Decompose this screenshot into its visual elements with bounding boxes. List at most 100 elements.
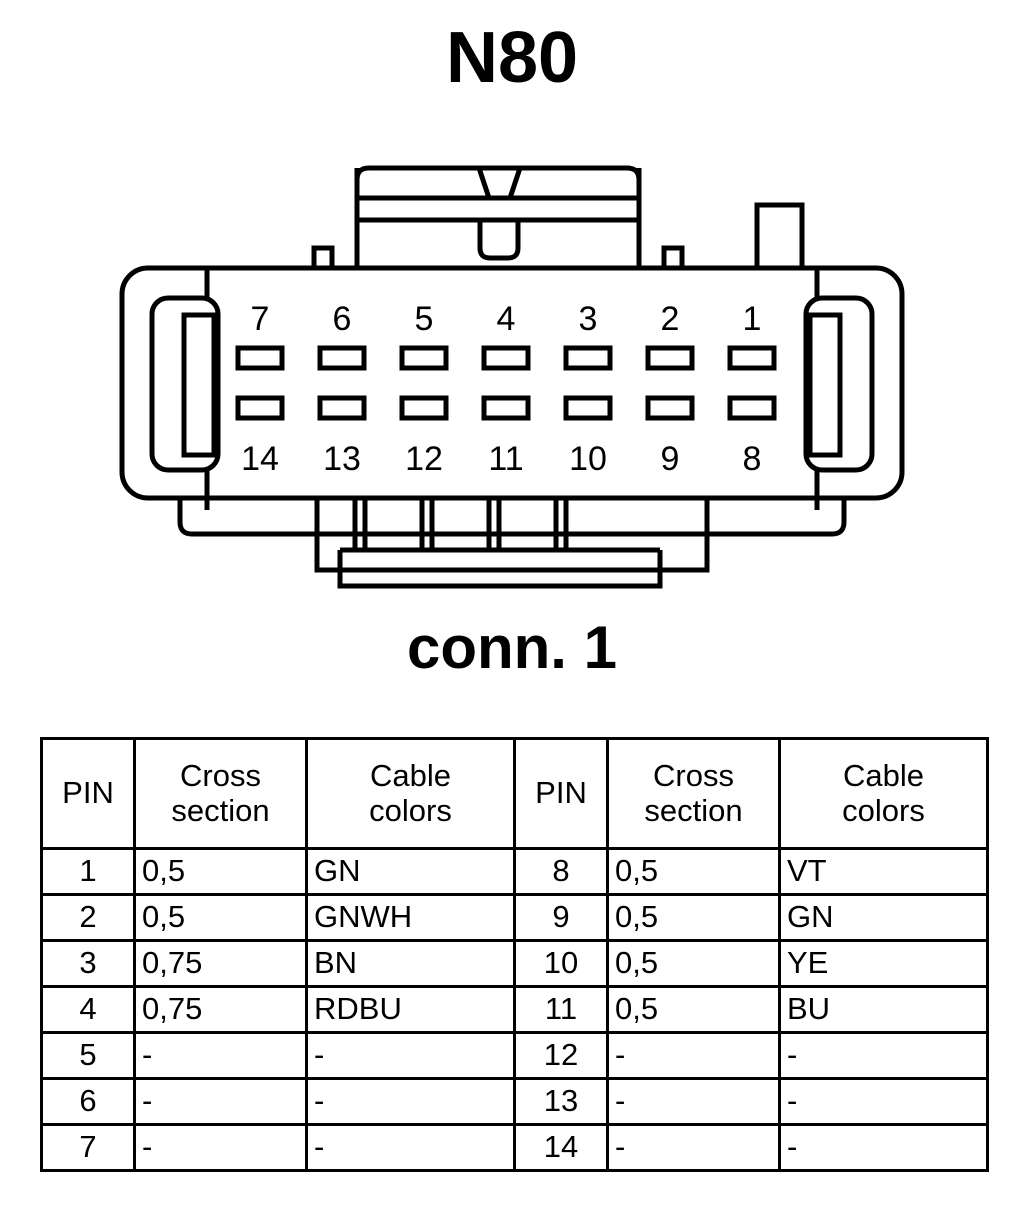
- header-cross-right-line2: section: [644, 792, 743, 828]
- pin-cavity-8: [727, 395, 777, 421]
- connector-name-label: conn. 1: [406, 614, 618, 681]
- pin-cavities-bottom-row: [235, 395, 777, 421]
- connector-left-latch-arm: [149, 268, 221, 498]
- cell-color-left: RDBU: [305, 985, 516, 1034]
- cell-pin-left: 4: [40, 985, 136, 1034]
- pin-label-7: 7: [251, 300, 270, 338]
- pin-cavity-14: [235, 395, 285, 421]
- table-row: 6--13--: [40, 1077, 989, 1126]
- cell-color-right: -: [778, 1123, 989, 1172]
- cell-cross-right: -: [606, 1031, 781, 1080]
- cell-color-left: -: [305, 1077, 516, 1126]
- pin-label-3: 3: [579, 300, 598, 338]
- pin-label-14: 14: [241, 440, 279, 478]
- table-row: 7--14--: [40, 1123, 989, 1172]
- cell-color-right: -: [778, 1031, 989, 1080]
- cell-color-right: YE: [778, 939, 989, 988]
- cell-cross-left: 0,5: [133, 847, 308, 896]
- pin-assignment-table-wrapper: PIN Cross section Cable colors PIN Cross…: [40, 737, 989, 1172]
- cell-cross-right: -: [606, 1077, 781, 1126]
- cell-pin-right: 13: [513, 1077, 609, 1126]
- pin-label-6: 6: [333, 300, 352, 338]
- pin-label-9: 9: [661, 440, 680, 478]
- cell-pin-right: 12: [513, 1031, 609, 1080]
- cell-cross-right: 0,5: [606, 985, 781, 1034]
- pin-numbers-bottom-row: 14 13 12 11 10 9 8: [241, 440, 761, 478]
- pin-assignment-table: PIN Cross section Cable colors PIN Cross…: [40, 737, 989, 1172]
- pin-cavity-3: [563, 345, 613, 371]
- header-pin-right: PIN: [513, 737, 609, 850]
- cell-pin-right: 10: [513, 939, 609, 988]
- pin-cavity-4: [481, 345, 531, 371]
- cell-cross-left: 0,75: [133, 985, 308, 1034]
- pin-label-1: 1: [743, 300, 762, 338]
- header-cable-left-line2: colors: [369, 792, 452, 828]
- connector-svg: 7 6 5 4 3 2 1 14 13 12 11 10 9 8: [119, 165, 905, 589]
- cell-pin-left: 7: [40, 1123, 136, 1172]
- cell-color-right: VT: [778, 847, 989, 896]
- pin-label-8: 8: [743, 440, 762, 478]
- pin-cavity-11: [481, 395, 531, 421]
- cell-color-right: -: [778, 1077, 989, 1126]
- cell-cross-right: 0,5: [606, 893, 781, 942]
- header-cable-right: Cable colors: [778, 737, 989, 850]
- pin-cavity-1: [727, 345, 777, 371]
- cell-color-right: GN: [778, 893, 989, 942]
- pin-label-10: 10: [569, 440, 607, 478]
- header-cable-left-line1: Cable: [370, 757, 451, 793]
- pin-cavity-9: [645, 395, 695, 421]
- cell-color-left: -: [305, 1031, 516, 1080]
- cell-cross-left: -: [133, 1077, 308, 1126]
- header-cable-left: Cable colors: [305, 737, 516, 850]
- cell-color-left: BN: [305, 939, 516, 988]
- header-cross-left-line1: Cross: [180, 757, 261, 793]
- cell-pin-left: 2: [40, 893, 136, 942]
- pin-cavity-12: [399, 395, 449, 421]
- connector-right-latch-arm: [803, 268, 875, 498]
- cell-color-left: GNWH: [305, 893, 516, 942]
- cell-cross-left: 0,5: [133, 893, 308, 942]
- pin-cavity-2: [645, 345, 695, 371]
- pin-cavity-7: [235, 345, 285, 371]
- cell-color-left: -: [305, 1123, 516, 1172]
- pin-cavity-5: [399, 345, 449, 371]
- connector-diagram: 7 6 5 4 3 2 1 14 13 12 11 10 9 8: [0, 150, 1024, 590]
- pin-label-2: 2: [661, 300, 680, 338]
- cell-cross-right: 0,5: [606, 847, 781, 896]
- cell-color-right: BU: [778, 985, 989, 1034]
- pin-cavity-10: [563, 395, 613, 421]
- pin-label-11: 11: [488, 440, 523, 478]
- pin-cavities-top-row: [235, 345, 777, 371]
- cell-pin-right: 9: [513, 893, 609, 942]
- pin-cavity-6: [317, 345, 367, 371]
- cell-pin-right: 8: [513, 847, 609, 896]
- pin-label-4: 4: [497, 300, 516, 338]
- cell-pin-left: 3: [40, 939, 136, 988]
- header-cross-left-line2: section: [171, 792, 270, 828]
- table-header-row: PIN Cross section Cable colors PIN Cross…: [40, 737, 989, 850]
- cell-color-left: GN: [305, 847, 516, 896]
- cell-cross-right: 0,5: [606, 939, 781, 988]
- cell-cross-left: 0,75: [133, 939, 308, 988]
- connector-bottom-skirt: [177, 498, 847, 589]
- header-cross-right-line1: Cross: [653, 757, 734, 793]
- header-cable-right-line2: colors: [842, 792, 925, 828]
- cell-pin-right: 11: [513, 985, 609, 1034]
- header-cross-right: Cross section: [606, 737, 781, 850]
- header-cross-left: Cross section: [133, 737, 308, 850]
- cell-cross-left: -: [133, 1031, 308, 1080]
- cell-pin-left: 6: [40, 1077, 136, 1126]
- table-row: 5--12--: [40, 1031, 989, 1080]
- cell-pin-left: 5: [40, 1031, 136, 1080]
- table-header: PIN Cross section Cable colors PIN Cross…: [40, 737, 989, 850]
- connector-housing: [119, 265, 905, 501]
- connector-alignment-tabs: [311, 202, 805, 268]
- connector-top-latch: [354, 165, 642, 268]
- cell-pin-right: 14: [513, 1123, 609, 1172]
- pin-numbers-top-row: 7 6 5 4 3 2 1: [251, 300, 762, 338]
